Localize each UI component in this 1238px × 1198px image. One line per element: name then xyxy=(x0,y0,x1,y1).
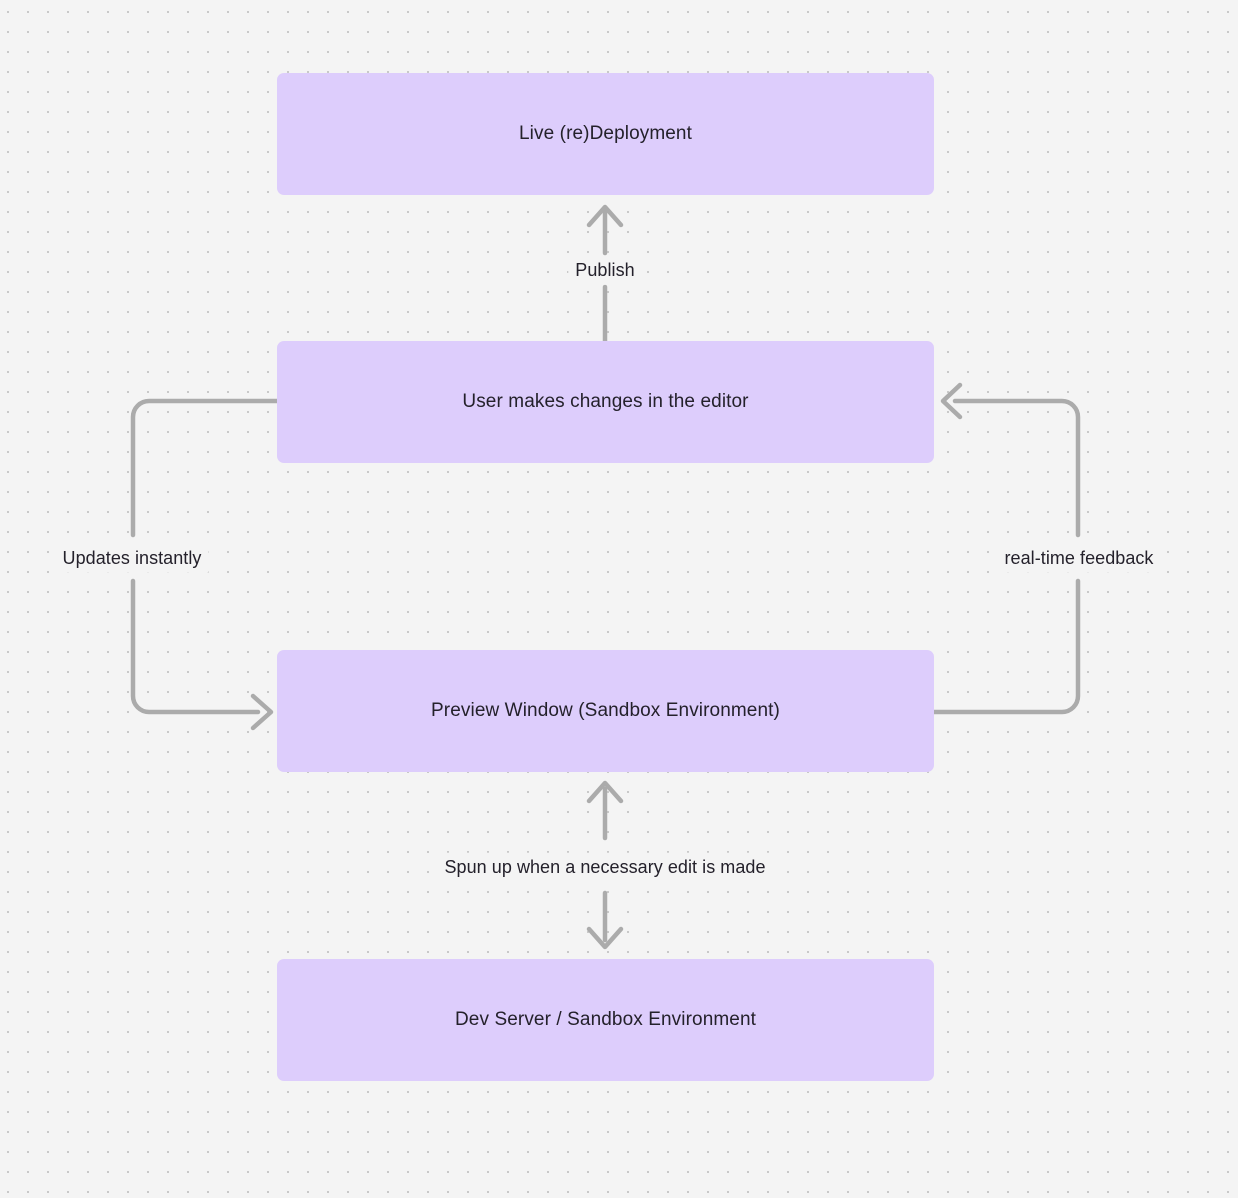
edge-spun-up-arrowhead-top xyxy=(586,780,624,804)
node-user-edits[interactable]: User makes changes in the editor xyxy=(277,341,934,463)
edge-label-real-time-feedback[interactable]: real-time feedback xyxy=(997,543,1161,573)
node-label: Dev Server / Sandbox Environment xyxy=(454,1008,756,1030)
node-dev-server[interactable]: Dev Server / Sandbox Environment xyxy=(277,959,934,1081)
edge-label-spun-up[interactable]: Spun up when a necessary edit is made xyxy=(437,852,773,882)
edge-label-publish[interactable]: Publish xyxy=(568,255,642,285)
node-label: User makes changes in the editor xyxy=(462,390,749,412)
edge-real-time-feedback-lower xyxy=(931,578,1081,715)
node-label: Preview Window (Sandbox Environment) xyxy=(431,699,780,721)
edge-label-updates-instantly[interactable]: Updates instantly xyxy=(55,543,209,573)
node-preview-window[interactable]: Preview Window (Sandbox Environment) xyxy=(277,650,934,772)
edge-spun-up-arrowhead-bottom xyxy=(586,926,624,950)
edge-updates-instantly-lower xyxy=(130,578,261,715)
edge-updates-instantly-arrowhead xyxy=(250,693,274,731)
edge-real-time-feedback-upper xyxy=(952,398,1081,538)
edge-updates-instantly-upper xyxy=(130,398,280,538)
node-live-deployment[interactable]: Live (re)Deployment xyxy=(277,73,934,195)
edge-publish-arrowhead xyxy=(586,204,624,228)
edge-real-time-feedback-arrowhead xyxy=(940,382,963,420)
node-label: Live (re)Deployment xyxy=(519,122,692,144)
